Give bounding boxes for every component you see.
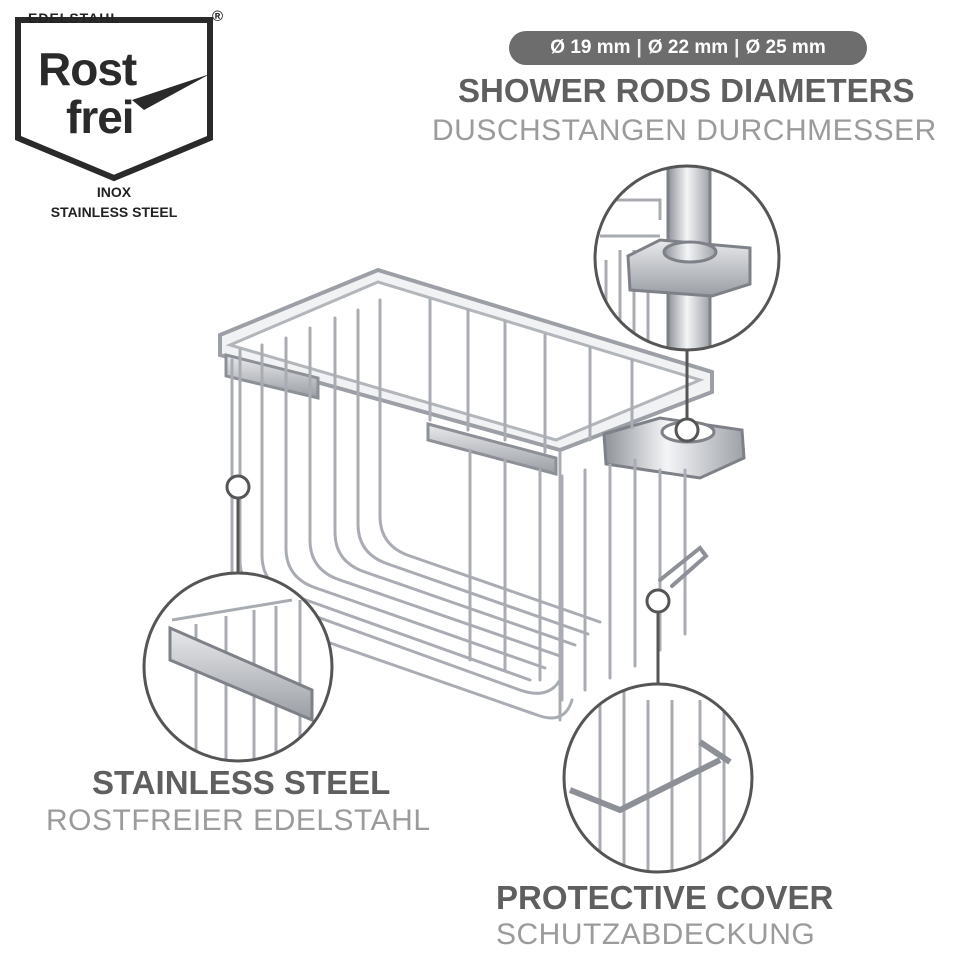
separator: |: [636, 37, 642, 58]
logo-word-rost: Rost: [38, 43, 137, 95]
separator: |: [734, 37, 740, 58]
callout-connectors: [225, 350, 700, 684]
logo-stainless: STAINLESS STEEL: [50, 204, 178, 220]
cover-subheading: SCHUTZABDECKUNG: [496, 918, 816, 951]
swoosh-icon: [132, 74, 210, 110]
steel-subheading: ROSTFREIER EDELSTAHL: [46, 804, 431, 837]
diameter-badge: Ø 19 mm | Ø 22 mm | Ø 25 mm: [509, 31, 867, 65]
cover-heading: PROTECTIVE COVER: [496, 879, 834, 916]
registered-mark: ®: [212, 8, 224, 25]
diameter-25: Ø 25 mm: [745, 37, 826, 58]
logo-inox: INOX: [96, 184, 132, 200]
rods-subheading: DUSCHSTANGEN DURCHMESSER: [432, 114, 937, 147]
rod-detail-circle: [593, 164, 781, 352]
logo-top-text: EDELSTAHL: [28, 10, 120, 26]
steel-heading: STAINLESS STEEL: [92, 764, 391, 801]
logo-word-frei: frei: [66, 91, 135, 143]
shield-icon: [15, 17, 213, 182]
cover-detail-circle: [562, 682, 754, 874]
rods-heading: SHOWER RODS DIAMETERS: [458, 72, 915, 109]
rostfrei-logo: EDELSTAHL ® Rost frei INOX STAINLESS STE…: [14, 8, 228, 223]
diameter-19: Ø 19 mm: [550, 37, 631, 58]
diameter-22: Ø 22 mm: [647, 37, 729, 58]
steel-detail-circle: [142, 571, 334, 763]
